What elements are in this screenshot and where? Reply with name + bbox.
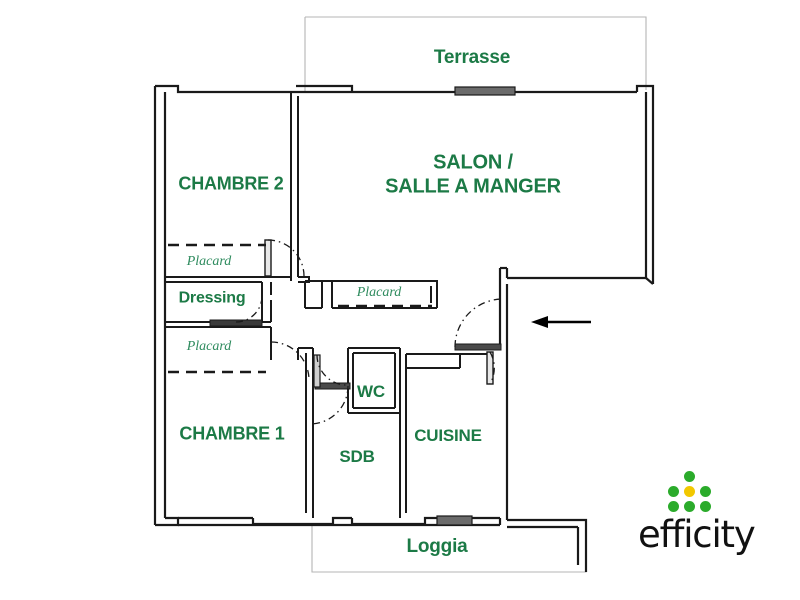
entry-swing — [454, 298, 504, 348]
efficity-flower-icon — [660, 470, 718, 516]
logo-dot-yellow-2 — [684, 486, 695, 497]
room-label-sdb: SDB — [339, 446, 375, 466]
entrance-direction-arrow — [531, 316, 591, 328]
room-label-chambre-1: CHAMBRE 1 — [179, 423, 285, 444]
room-label-terrasse: Terrasse — [433, 46, 511, 68]
interior-walls — [164, 92, 490, 518]
logo-dot-green-0 — [684, 471, 695, 482]
dressing-swing — [235, 295, 263, 323]
logo-dot-green-5 — [684, 501, 695, 512]
logo-dot-green-3 — [700, 486, 711, 497]
room-label-cuisine: CUISINE — [414, 425, 482, 445]
loggia-door — [436, 515, 473, 526]
sdb-swing — [309, 385, 349, 425]
room-label-loggia: Loggia — [406, 535, 468, 557]
terrace-door — [454, 86, 516, 96]
entry-door-leaf — [454, 343, 502, 351]
dressing-door-sill — [209, 319, 263, 327]
logo-dot-green-1 — [668, 486, 679, 497]
efficity-logo: efficity — [638, 470, 788, 575]
closet-dashes — [168, 243, 432, 374]
chambre2-swing — [267, 239, 305, 277]
door-swing-arcs — [235, 239, 504, 425]
closet-label-placard-couloir: Placard — [356, 285, 402, 300]
logo-dot-green-4 — [668, 501, 679, 512]
efficity-wordmark: efficity — [638, 513, 756, 556]
cuisine-swing — [489, 351, 495, 385]
room-label-dressing: Dressing — [178, 289, 246, 307]
closet-label-placard-chambre-1: Placard — [186, 339, 232, 354]
room-label-wc: WC — [357, 381, 385, 401]
room-label-chambre-2: CHAMBRE 2 — [178, 173, 284, 194]
placard-chambre1-swing — [270, 341, 310, 381]
chambre1-swing — [316, 354, 348, 386]
logo-dot-green-6 — [700, 501, 711, 512]
closet-label-placard-chambre-2: Placard — [186, 254, 232, 269]
room-label-salon: SALON / SALLE A MANGER — [385, 151, 561, 197]
